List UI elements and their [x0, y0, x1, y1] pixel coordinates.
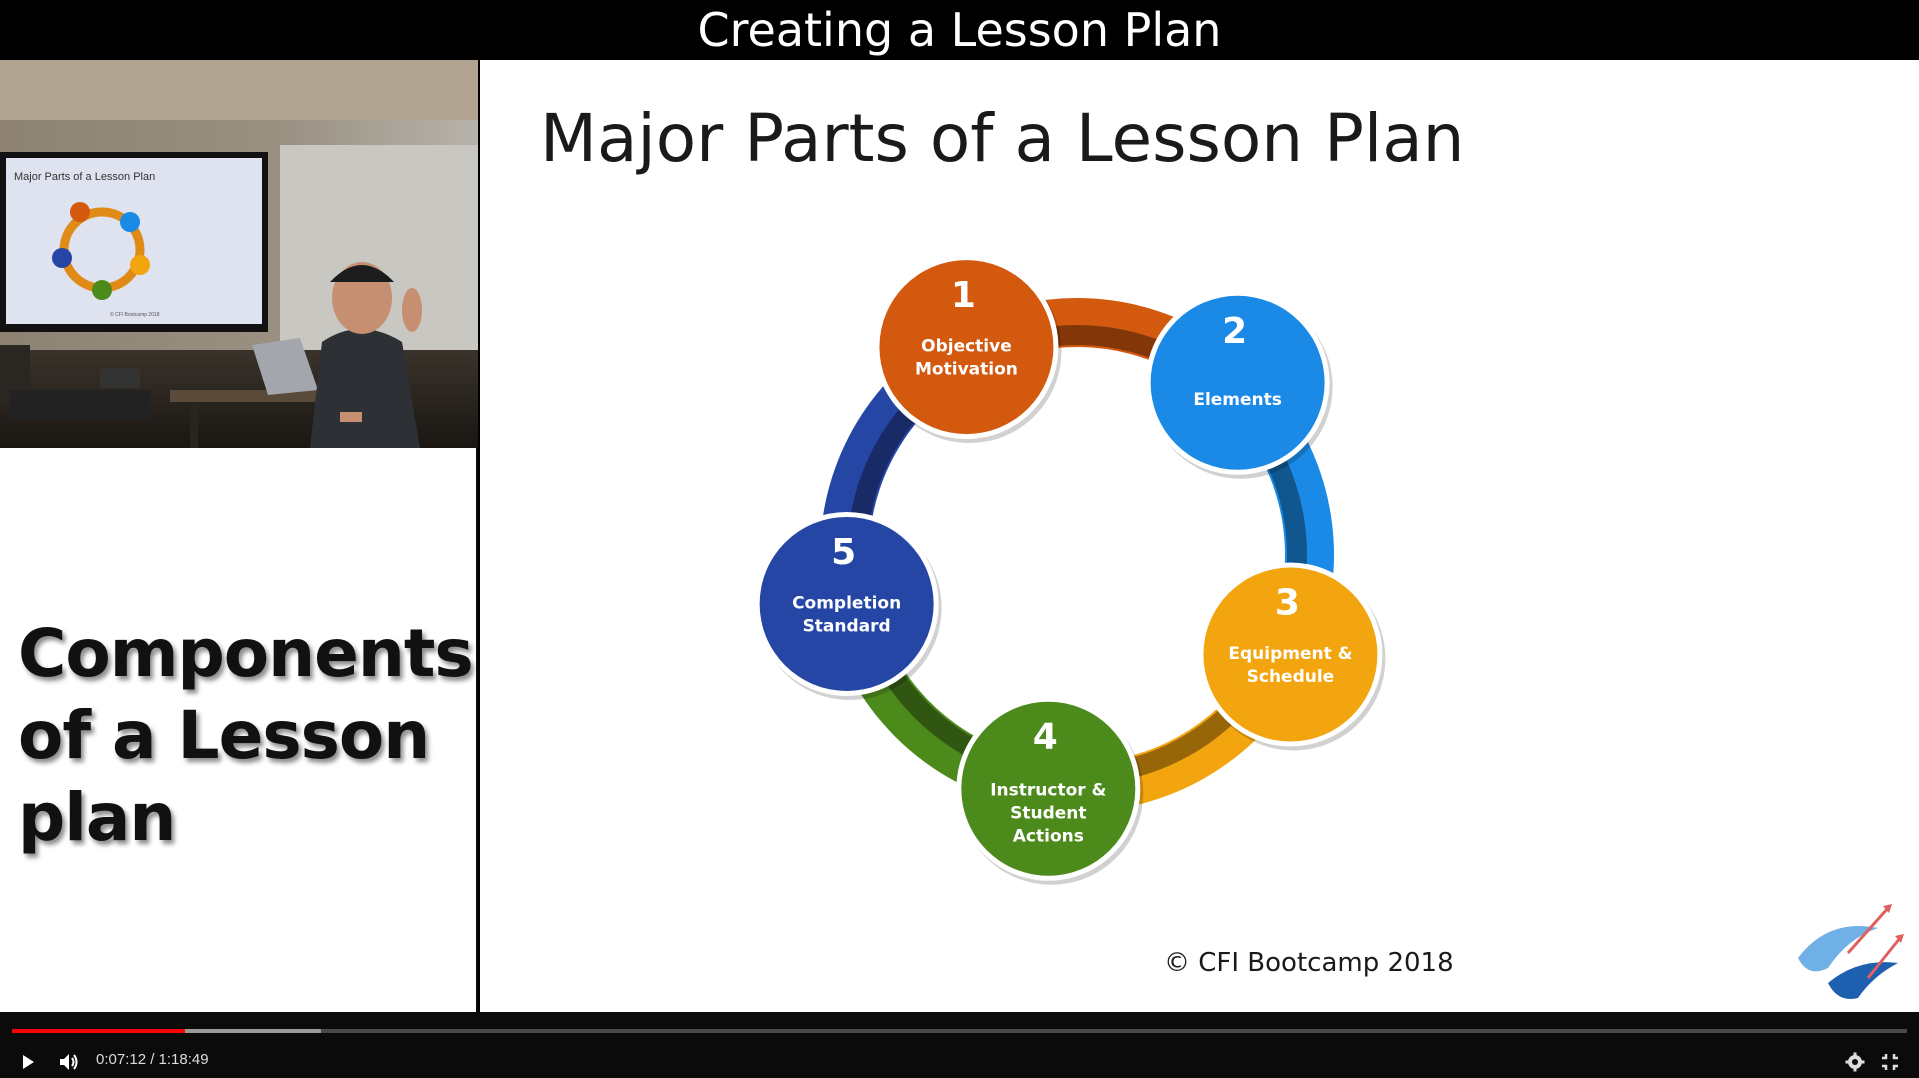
- cycle-step-number: 2: [1222, 311, 1247, 352]
- cycle-step-circle: [759, 516, 934, 691]
- progress-played: [12, 1029, 186, 1033]
- time-display: 0:07:12 / 1:18:49: [96, 1051, 209, 1068]
- topic-caption-card: Components of a Lesson plan: [0, 448, 476, 1012]
- exit-fullscreen-icon[interactable]: [1880, 1052, 1900, 1072]
- presenter-figure: [310, 262, 422, 448]
- play-icon[interactable]: [20, 1054, 36, 1070]
- left-panel: Major Parts of a Lesson Plan © CFI Bootc…: [0, 60, 478, 1012]
- cycle-step-label: Student: [1010, 804, 1086, 824]
- cycle-step-label: Actions: [1013, 827, 1084, 847]
- slide-copyright: © CFI Bootcamp 2018: [1164, 948, 1454, 978]
- video-title: Creating a Lesson Plan: [697, 3, 1222, 57]
- cycle-step-label: Motivation: [915, 360, 1018, 380]
- slide-title: Major Parts of a Lesson Plan: [540, 100, 1465, 177]
- topic-caption: Components of a Lesson plan: [18, 615, 474, 856]
- cycle-step-circle: [879, 260, 1054, 435]
- cycle-step-label: Instructor &: [990, 781, 1106, 801]
- webcam-image: Major Parts of a Lesson Plan © CFI Bootc…: [0, 60, 478, 448]
- video-player-controls: 0:07:12 / 1:18:49: [0, 1012, 1919, 1078]
- volume-icon[interactable]: [58, 1052, 80, 1072]
- cycle-step-circle: [961, 701, 1136, 876]
- settings-icon[interactable]: [1845, 1052, 1865, 1072]
- cycle-step-label: Standard: [803, 616, 891, 636]
- cycle-step-label: Schedule: [1247, 667, 1335, 687]
- cycle-step-circle: [1203, 567, 1378, 742]
- webcam-screen-title: Major Parts of a Lesson Plan: [14, 171, 155, 183]
- cycle-step-number: 4: [1033, 717, 1058, 758]
- cycle-step-number: 1: [951, 275, 976, 316]
- cycle-step-number: 5: [831, 532, 856, 573]
- cycle-step-label: Elements: [1193, 390, 1282, 410]
- cycle-step-number: 3: [1275, 583, 1300, 624]
- cycle-step-label: Equipment &: [1228, 644, 1352, 664]
- webcam-screen-footer: © CFI Bootcamp 2018: [110, 311, 160, 318]
- cycle-step-label: Objective: [921, 337, 1012, 357]
- video-title-banner: Creating a Lesson Plan: [0, 0, 1919, 60]
- progress-bar[interactable]: [12, 1029, 1907, 1033]
- cfi-bootcamp-logo-icon: [1798, 904, 1904, 999]
- cycle-step-circle: [1150, 295, 1325, 470]
- cycle-step-label: Completion: [792, 593, 901, 613]
- webcam-mini-cycle-diagram: [52, 202, 150, 300]
- webcam-feed: Major Parts of a Lesson Plan © CFI Bootc…: [0, 60, 478, 448]
